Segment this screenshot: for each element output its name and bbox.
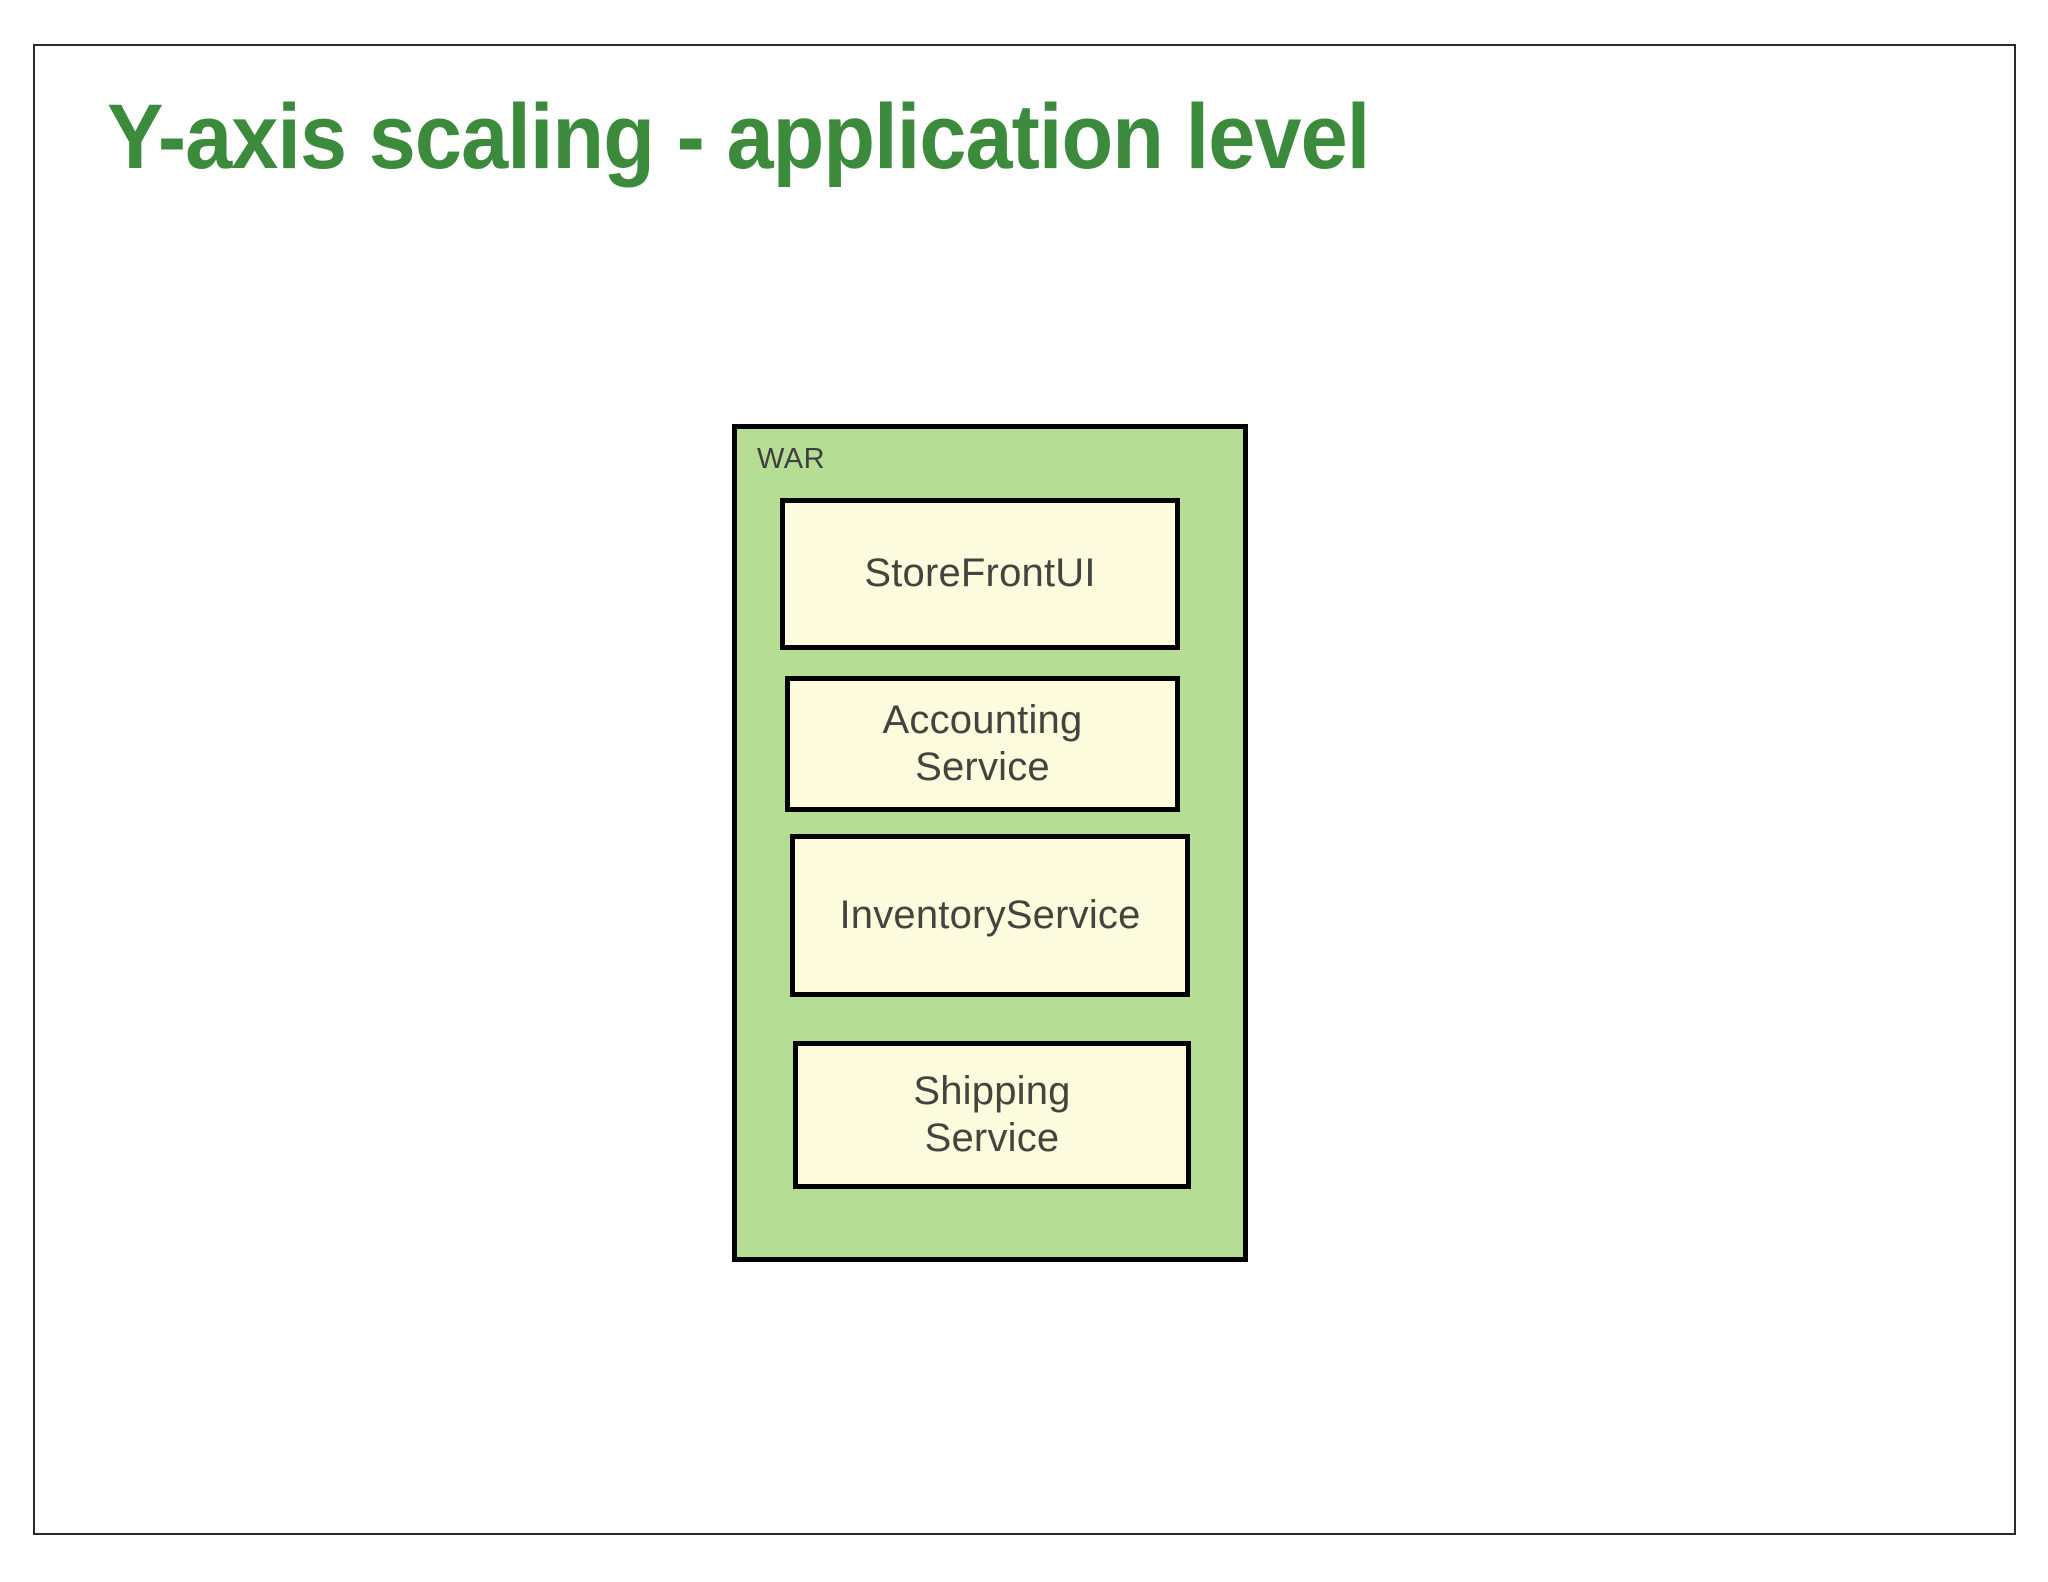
page-title: Y-axis scaling - application level — [107, 86, 1370, 188]
service-box-label: Shipping Service — [913, 1068, 1071, 1160]
slide-canvas: Y-axis scaling - application level WAR S… — [33, 44, 2016, 1535]
service-box-accounting-service: Accounting Service — [785, 676, 1180, 812]
service-box-label: Accounting Service — [882, 697, 1083, 789]
service-box-inventory-service: InventoryService — [790, 834, 1190, 997]
service-box-shipping-service: Shipping Service — [793, 1041, 1191, 1189]
service-box-label: StoreFrontUI — [864, 551, 1096, 596]
war-container-label: WAR — [757, 443, 826, 475]
service-box-storefrontui: StoreFrontUI — [780, 498, 1180, 650]
service-box-label: InventoryService — [839, 892, 1141, 937]
war-container: WAR StoreFrontUI Accounting Service Inve… — [732, 424, 1248, 1262]
